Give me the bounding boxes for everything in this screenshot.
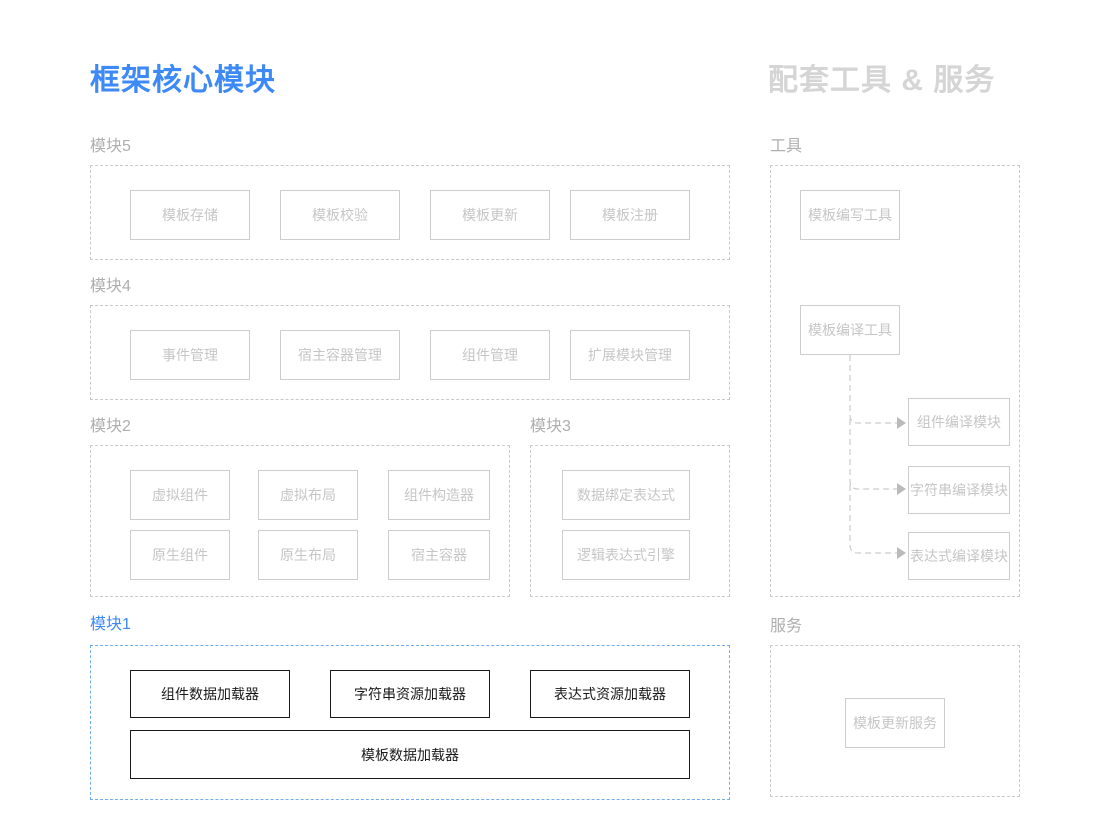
- module1-item: 组件数据加载器: [130, 670, 290, 718]
- module2-item: 原生布局: [258, 530, 358, 580]
- module2-item: 虚拟组件: [130, 470, 230, 520]
- module5-item: 模板存储: [130, 190, 250, 240]
- module5-container: [90, 165, 730, 260]
- module2-item: 原生组件: [130, 530, 230, 580]
- module4-item: 事件管理: [130, 330, 250, 380]
- module5-item: 模板更新: [430, 190, 550, 240]
- module3-container: [530, 445, 730, 597]
- module2-container: [90, 445, 510, 597]
- compile-module-item: 表达式编译模块: [908, 532, 1010, 580]
- module1-container: [90, 645, 730, 800]
- tool-item: 模板编译工具: [800, 305, 900, 355]
- module4-item: 扩展模块管理: [570, 330, 690, 380]
- module1-item: 表达式资源加载器: [530, 670, 690, 718]
- module5-item: 模板校验: [280, 190, 400, 240]
- module2-item: 宿主容器: [388, 530, 490, 580]
- module1-label: 模块1: [90, 616, 131, 633]
- module2-item: 虚拟布局: [258, 470, 358, 520]
- module4-item: 宿主容器管理: [280, 330, 400, 380]
- right-section-title: 配套工具 & 服务: [768, 64, 996, 97]
- services-label: 服务: [770, 618, 803, 635]
- service-item: 模板更新服务: [845, 698, 945, 748]
- services-container: [770, 645, 1020, 797]
- module4-item: 组件管理: [430, 330, 550, 380]
- module3-label: 模块3: [530, 418, 571, 435]
- module1-full-width-item: 模板数据加载器: [130, 730, 690, 779]
- tools-container: [770, 165, 1020, 597]
- module2-item: 组件构造器: [388, 470, 490, 520]
- module2-label: 模块2: [90, 418, 131, 435]
- tools-label: 工具: [770, 138, 803, 155]
- module5-label: 模块5: [90, 138, 131, 155]
- module3-item: 逻辑表达式引擎: [562, 530, 690, 580]
- compile-module-item: 字符串编译模块: [908, 466, 1010, 514]
- module1-item: 字符串资源加载器: [330, 670, 490, 718]
- tool-item: 模板编写工具: [800, 190, 900, 240]
- module4-label: 模块4: [90, 278, 131, 295]
- module3-item: 数据绑定表达式: [562, 470, 690, 520]
- compile-module-item: 组件编译模块: [908, 398, 1010, 446]
- module5-item: 模板注册: [570, 190, 690, 240]
- left-section-title: 框架核心模块: [90, 64, 276, 97]
- module4-container: [90, 305, 730, 400]
